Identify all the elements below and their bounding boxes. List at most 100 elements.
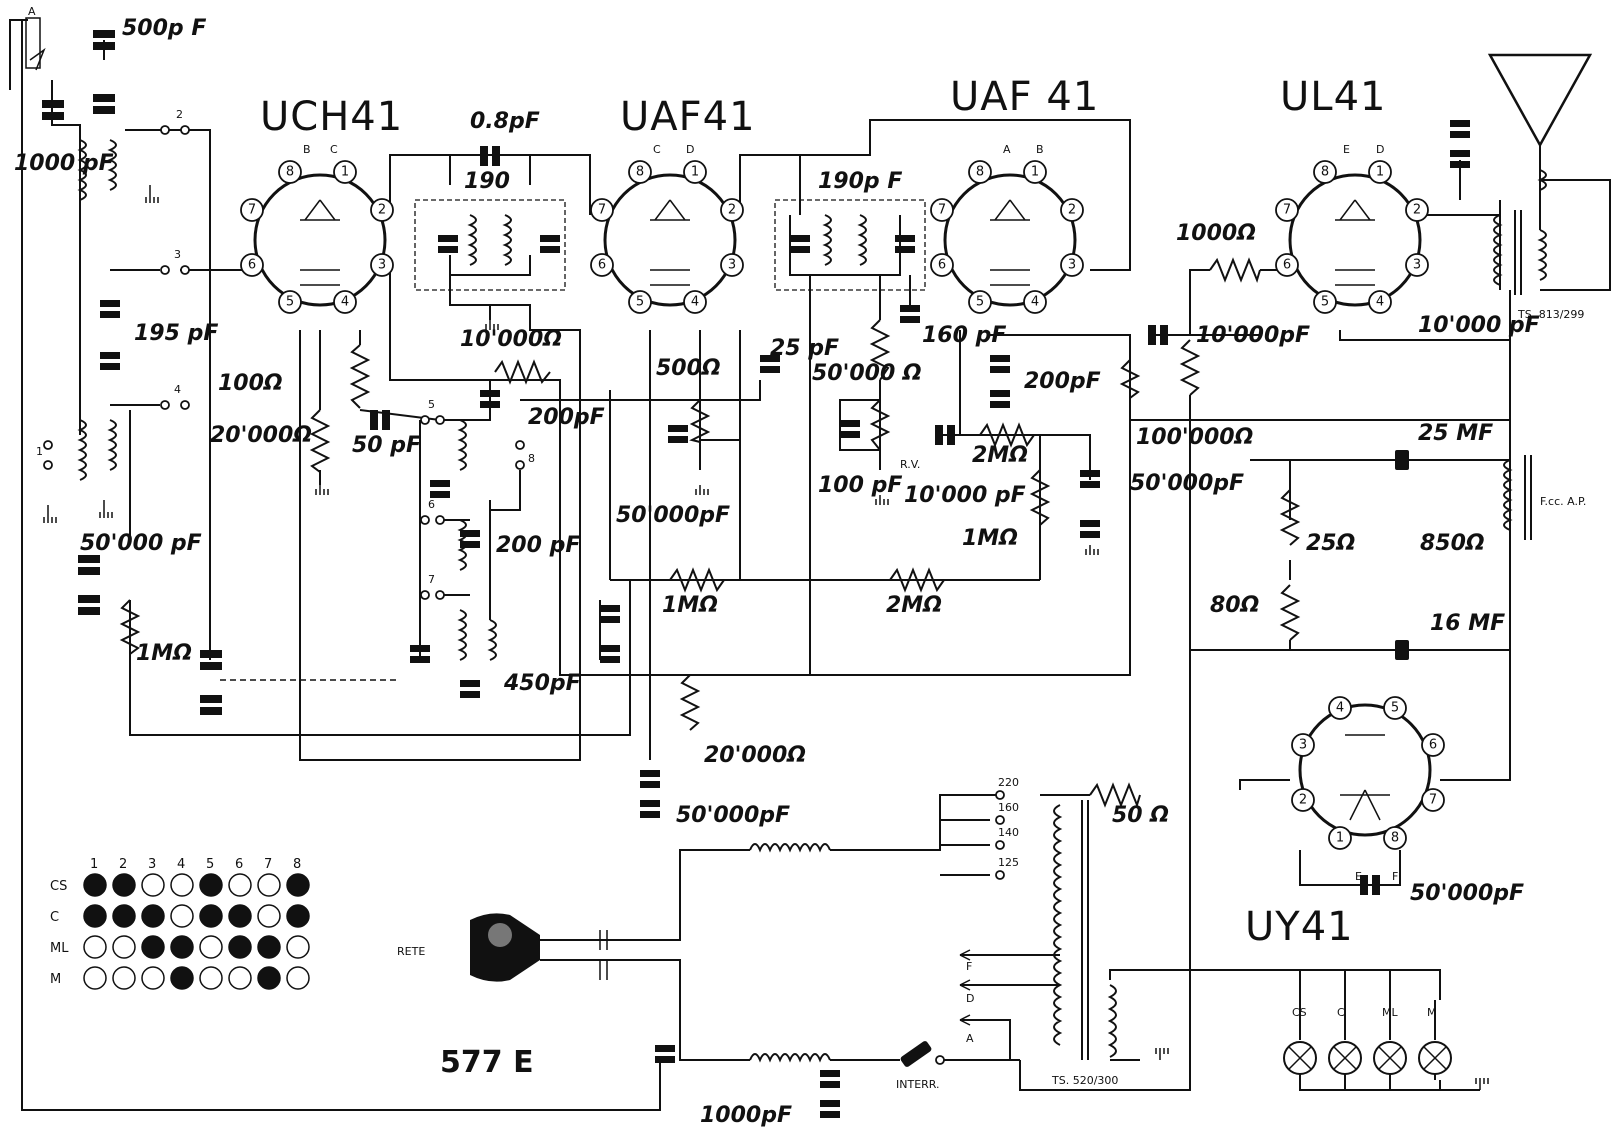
model-number: 577 E bbox=[440, 1045, 534, 1080]
tube-pin-number: 8 bbox=[286, 165, 294, 180]
label-1000-ohm: 1000Ω bbox=[1176, 221, 1256, 246]
tube-label-uch41: UCH41 bbox=[260, 94, 403, 140]
resistors bbox=[119, 257, 1301, 809]
tube-pin: 5 bbox=[628, 290, 652, 314]
label-output-transformer: TS. 813/299 bbox=[1517, 308, 1584, 321]
tube-uaf41-if: UAF41 C D bbox=[603, 94, 755, 307]
voltage-160: 160 bbox=[998, 801, 1019, 814]
tube-pin-number: 4 bbox=[1336, 701, 1344, 716]
table-cell-dot bbox=[257, 904, 281, 928]
table-row-label: M bbox=[50, 972, 61, 987]
table-cell-dot bbox=[199, 873, 223, 897]
tube-pin-number: 3 bbox=[378, 258, 386, 273]
label-20000-ohm-b: 20'000Ω bbox=[704, 743, 806, 768]
label-25pf: 25 pF bbox=[770, 336, 839, 361]
table-column-header: 6 bbox=[235, 857, 243, 872]
power-switch: INTERR. bbox=[896, 1041, 945, 1091]
switch-contact-label: 7 bbox=[428, 573, 435, 586]
table-column-header: 8 bbox=[293, 857, 301, 872]
label-190pf-b: 190p F bbox=[818, 169, 902, 194]
tap-d-label: D bbox=[966, 992, 974, 1005]
label-50000pf-d: 50'000pF bbox=[1130, 471, 1244, 496]
tube-pin: 8 bbox=[1313, 160, 1337, 184]
tube-pin: 6 bbox=[1275, 253, 1299, 277]
table-cell-dot bbox=[286, 904, 310, 928]
tube-pin-number: 8 bbox=[636, 165, 644, 180]
label-2m-ohm-b: 2MΩ bbox=[972, 443, 1028, 468]
tube-pin-c: C bbox=[330, 143, 338, 156]
tube-pin: 7 bbox=[930, 198, 954, 222]
tube-pin: 4 bbox=[1023, 290, 1047, 314]
tube-pin-number: 4 bbox=[341, 295, 349, 310]
label-0-8pf: 0.8pF bbox=[470, 109, 540, 134]
table-cell-dot bbox=[286, 873, 310, 897]
label-25-ohm: 25Ω bbox=[1306, 531, 1355, 556]
table-cell-dot bbox=[83, 873, 107, 897]
tube-pin-number: 2 bbox=[1413, 203, 1421, 218]
pilot-lamp: M bbox=[1418, 1000, 1452, 1080]
tube-label-uaf41-af: UAF 41 bbox=[950, 74, 1099, 120]
label-100-ohm: 100Ω bbox=[218, 371, 283, 396]
label-50000-ohm: 50'000 Ω bbox=[812, 361, 922, 386]
table-row-label: C bbox=[50, 910, 59, 925]
tube-pin: 7 bbox=[1421, 788, 1445, 812]
switch-contact-label: 1 bbox=[36, 445, 43, 458]
table-cell-dot bbox=[257, 873, 281, 897]
table-cell-dot bbox=[170, 904, 194, 928]
label-160pf: 160 pF bbox=[922, 323, 1006, 348]
table-cell-dot bbox=[228, 935, 252, 959]
table-cell-dot bbox=[112, 966, 136, 990]
tube-uaf41-af: UAF 41 A B bbox=[943, 74, 1099, 307]
tube-pin-number: 2 bbox=[728, 203, 736, 218]
label-1m-ohm-a: 1MΩ bbox=[136, 641, 192, 666]
label-10000-ohm: 10'000Ω bbox=[460, 327, 562, 352]
table-column-header: 1 bbox=[90, 857, 98, 872]
label-filter-choke: F.cc. A.P. bbox=[1540, 495, 1586, 508]
tube-pin-number: 3 bbox=[1068, 258, 1076, 273]
label-power-transformer: TS. 520/300 bbox=[1051, 1074, 1118, 1087]
pilot-lamp: C bbox=[1328, 1000, 1362, 1080]
label-500pf: 500p F bbox=[122, 16, 206, 41]
tube-pin: 2 bbox=[1405, 198, 1429, 222]
tube-pin: 3 bbox=[1060, 253, 1084, 277]
label-200pf-c: 200pF bbox=[1024, 369, 1101, 394]
table-cell-dot bbox=[228, 966, 252, 990]
voltage-220: 220 bbox=[998, 776, 1019, 789]
table-cell-dot bbox=[141, 966, 165, 990]
label-rv: R.V. bbox=[900, 458, 920, 471]
antenna-label: A bbox=[28, 5, 36, 18]
tube-pin-number: 4 bbox=[1031, 295, 1039, 310]
tube-pin: 8 bbox=[1383, 826, 1407, 850]
tube-pin: 7 bbox=[240, 198, 264, 222]
table-cell-dot bbox=[83, 966, 107, 990]
tube-ul41: UL41 E D bbox=[1280, 74, 1422, 307]
tube-pin-number: 5 bbox=[636, 295, 644, 310]
tube-pin-number: 8 bbox=[976, 165, 984, 180]
tube-pin: 1 bbox=[683, 160, 707, 184]
tube-pin: 1 bbox=[1368, 160, 1392, 184]
table-cell-dot bbox=[170, 935, 194, 959]
tube-pin-number: 6 bbox=[938, 258, 946, 273]
switch-contact-label: 2 bbox=[176, 108, 183, 121]
if-transformer-1-shield bbox=[414, 199, 566, 291]
tube-pin-d: D bbox=[686, 143, 694, 156]
tube-pin-number: 7 bbox=[598, 203, 606, 218]
table-cell-dot bbox=[141, 904, 165, 928]
tube-pin: 8 bbox=[968, 160, 992, 184]
table-column-header: 7 bbox=[264, 857, 272, 872]
tube-pin: 4 bbox=[1368, 290, 1392, 314]
tube-pin: 6 bbox=[930, 253, 954, 277]
tube-pin: 6 bbox=[1421, 733, 1445, 757]
tap-a-label: A bbox=[966, 1032, 974, 1045]
tube-pin-number: 4 bbox=[1376, 295, 1384, 310]
label-50000pf-a: 50'000pF bbox=[616, 503, 730, 528]
tube-uy41: UY41 E F bbox=[1245, 703, 1432, 950]
tube-pin: 8 bbox=[628, 160, 652, 184]
tube-pin: 4 bbox=[333, 290, 357, 314]
tube-pin-f: F bbox=[1392, 870, 1398, 883]
voltage-140: 140 bbox=[998, 826, 1019, 839]
tube-pin: 4 bbox=[1328, 696, 1352, 720]
label-50000pf-b: 50'000 pF bbox=[80, 531, 202, 556]
mains-label: RETE bbox=[397, 945, 425, 958]
tube-pin: 5 bbox=[968, 290, 992, 314]
